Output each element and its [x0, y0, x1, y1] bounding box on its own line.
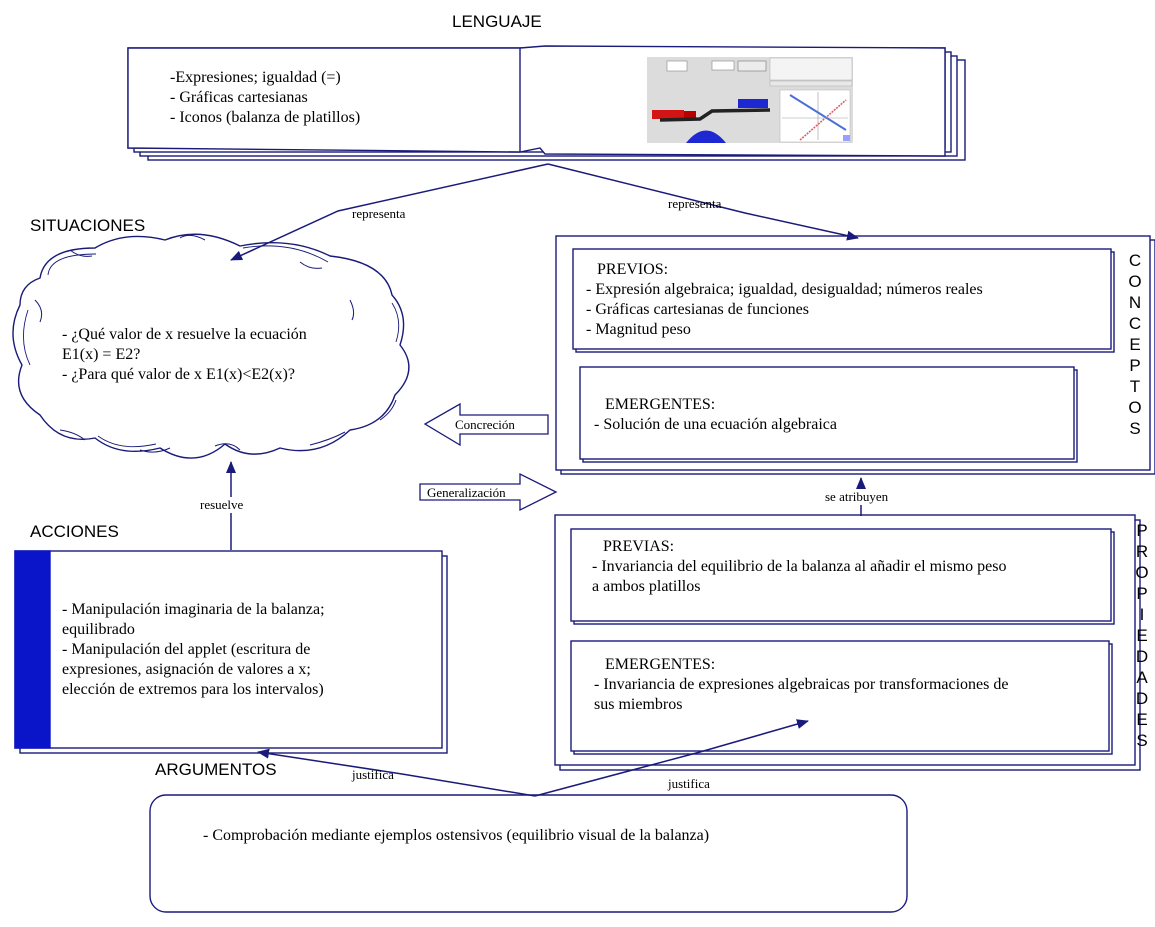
side-letter: R	[1135, 542, 1149, 561]
side-letter: C	[1128, 314, 1142, 333]
lenguaje-item: -Expresiones; igualdad (=)	[170, 69, 341, 86]
justifica-label-left: justifica	[352, 767, 394, 782]
representa-label-left: representa	[352, 206, 406, 221]
se-atribuyen-label: se atribuyen	[825, 489, 889, 505]
side-letter: E	[1136, 626, 1148, 645]
side-letter: P	[1136, 521, 1148, 540]
conceptos-previos-item: - Gráficas cartesianas de funciones	[586, 301, 809, 318]
propiedades-previas-item: a ambos platillos	[592, 578, 701, 595]
propiedades-side-label: P R O P I E D A D E S	[1132, 520, 1152, 751]
conceptos-emergentes: EMERGENTES: - Solución de una ecuación a…	[594, 395, 837, 435]
situaciones-title: SITUACIONES	[30, 216, 146, 235]
argumentos-frame	[149, 794, 908, 913]
side-letter: E	[1129, 335, 1141, 354]
acciones-item: - Manipulación imaginaria de la balanza;	[62, 601, 325, 618]
lenguaje-list: -Expresiones; igualdad (=) - Gráficas ca…	[170, 68, 360, 128]
acciones-frame	[14, 550, 448, 754]
conceptos-previos-item: - Expresión algebraica; igualdad, desigu…	[586, 281, 983, 298]
side-letter: D	[1135, 689, 1149, 708]
conceptos-previos-title: PREVIOS:	[597, 261, 669, 278]
acciones-list: - Manipulación imaginaria de la balanza;…	[62, 600, 325, 700]
side-letter: A	[1136, 668, 1148, 687]
situaciones-cloud	[12, 233, 410, 459]
propiedades-previas: PREVIAS: - Invariancia del equilibrio de…	[592, 537, 1007, 597]
conceptos-emergentes-item: - Solución de una ecuación algebraica	[594, 416, 837, 433]
side-letter: T	[1129, 377, 1141, 396]
conceptos-frame	[555, 235, 1155, 475]
arrows-representa	[230, 163, 859, 261]
conceptos-previos: PREVIOS: - Expresión algebraica; igualda…	[586, 260, 983, 340]
side-letter: N	[1128, 293, 1142, 312]
acciones-item: equilibrado	[62, 621, 135, 638]
generalizacion-label: Generalización	[427, 485, 506, 500]
acciones-item: elección de extremos para los intervalos…	[62, 681, 324, 698]
propiedades-emergentes-title: EMERGENTES:	[605, 656, 716, 673]
side-letter: O	[1135, 563, 1149, 582]
side-letter: S	[1129, 419, 1141, 438]
conceptos-previos-item: - Magnitud peso	[586, 321, 691, 338]
representa-label-right: representa	[668, 196, 722, 211]
argumentos-title: ARGUMENTOS	[155, 760, 277, 779]
situaciones-item: - ¿Para qué valor de x E1(x)<E2(x)?	[62, 366, 295, 383]
arrows-justifica	[257, 719, 809, 797]
generalizacion-arrow	[419, 472, 558, 512]
propiedades-emergentes-item: sus miembros	[594, 696, 683, 713]
side-letter: P	[1136, 584, 1148, 603]
side-letter: P	[1129, 356, 1141, 375]
side-letter: I	[1139, 605, 1145, 624]
propiedades-previas-title: PREVIAS:	[603, 538, 675, 555]
side-letter: D	[1135, 647, 1149, 666]
acciones-item: expresiones, asignación de valores a x;	[62, 661, 311, 678]
situaciones-list: - ¿Qué valor de x resuelve la ecuación E…	[62, 325, 307, 385]
side-letter: E	[1136, 710, 1148, 729]
side-letter: C	[1128, 251, 1142, 270]
situaciones-item: E1(x) = E2?	[62, 346, 141, 363]
hollow-arrows	[419, 402, 558, 512]
lenguaje-title: LENGUAJE	[452, 12, 542, 31]
side-letter: S	[1136, 731, 1148, 750]
conceptos-side-label: C O N C E P T O S	[1125, 250, 1145, 439]
applet-thumbnail	[647, 57, 853, 143]
situaciones-item: - ¿Qué valor de x resuelve la ecuación	[62, 326, 307, 343]
conceptos-emergentes-title: EMERGENTES:	[605, 396, 716, 413]
acciones-title: ACCIONES	[30, 522, 119, 541]
lenguaje-item: - Gráficas cartesianas	[170, 89, 308, 106]
concrecion-label: Concreción	[455, 417, 515, 432]
side-letter: O	[1128, 272, 1142, 291]
side-letter: O	[1128, 398, 1142, 417]
propiedades-emergentes: EMERGENTES: - Invariancia de expresiones…	[594, 655, 1008, 715]
acciones-item: - Manipulación del applet (escritura de	[62, 641, 311, 658]
argumentos-list: - Comprobación mediante ejemplos ostensi…	[203, 826, 709, 846]
propiedades-previas-item: - Invariancia del equilibrio de la balan…	[592, 558, 1007, 575]
lenguaje-item: - Iconos (balanza de platillos)	[170, 109, 361, 126]
resuelve-label: resuelve	[200, 497, 244, 513]
propiedades-frame	[554, 514, 1141, 771]
argumentos-item: - Comprobación mediante ejemplos ostensi…	[203, 827, 710, 844]
concrecion-arrow	[423, 402, 549, 447]
propiedades-emergentes-item: - Invariancia de expresiones algebraicas…	[594, 676, 1009, 693]
justifica-label-right: justifica	[668, 776, 710, 791]
